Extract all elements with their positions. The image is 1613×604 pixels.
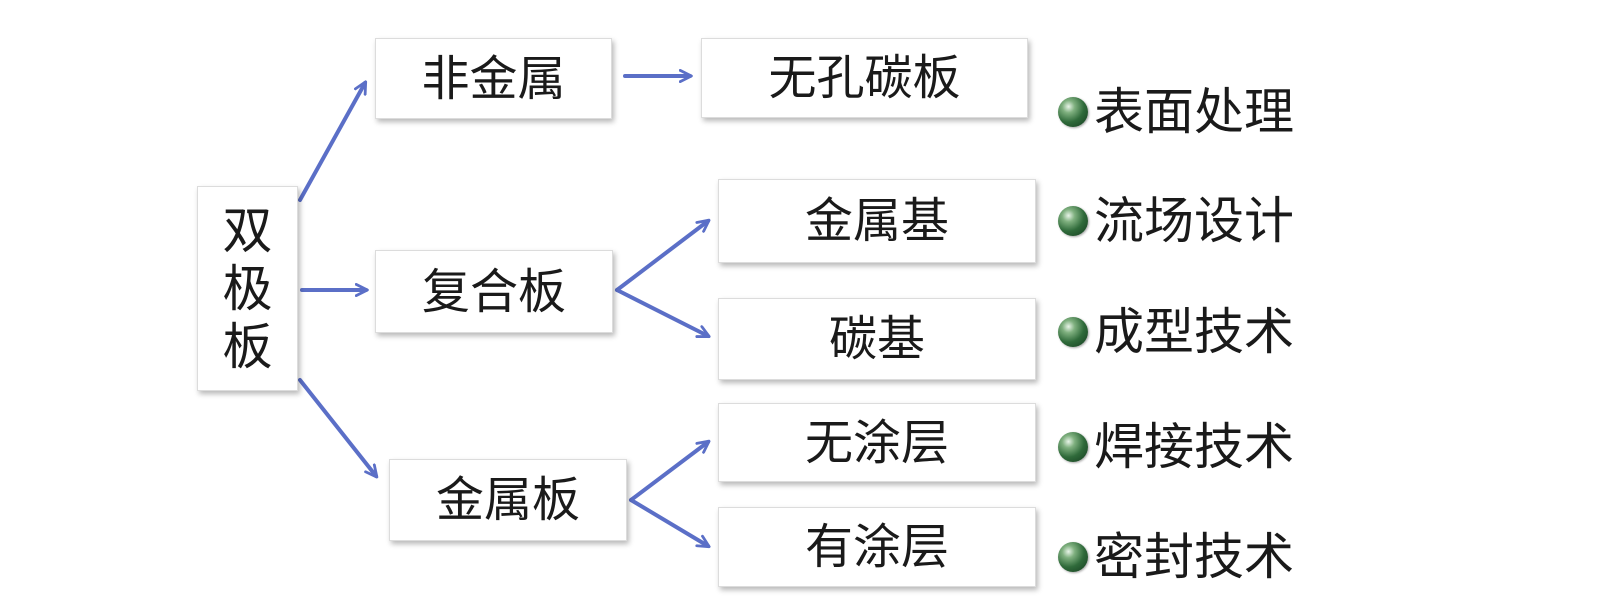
- green-sphere-bullet-icon: [1058, 432, 1088, 462]
- node-label: 无孔碳板: [768, 50, 961, 106]
- node-label: 金属板: [435, 472, 580, 528]
- root-node-char: 极: [222, 259, 273, 318]
- arrow-composite-to-carbonbase: [615, 288, 711, 339]
- technology-item: 流场设计: [1058, 191, 1294, 251]
- technology-item: 表面处理: [1058, 82, 1294, 142]
- technology-item: 密封技术: [1058, 527, 1294, 587]
- green-sphere-bullet-icon: [1058, 317, 1088, 347]
- green-sphere-bullet-icon: [1058, 542, 1088, 572]
- arrow-metal-to-uncoated: [629, 439, 711, 502]
- node-coated: 有涂层: [718, 507, 1036, 587]
- arrow-root-to-nonmetal: [298, 80, 368, 202]
- green-sphere-bullet-icon: [1058, 97, 1088, 127]
- root-node-bipolar-plate: 双 极 板: [197, 186, 298, 391]
- node-label: 无涂层: [804, 414, 949, 471]
- technology-label: 流场设计: [1094, 192, 1294, 250]
- root-node-char: 板: [222, 317, 273, 376]
- node-metal-based: 金属基: [718, 179, 1036, 263]
- node-label: 碳基: [828, 311, 925, 367]
- root-node-char: 双: [222, 201, 273, 260]
- node-nonmetal: 非金属: [375, 38, 612, 119]
- node-label: 复合板: [421, 263, 566, 320]
- technology-label: 成型技术: [1094, 303, 1294, 361]
- arrow-metal-to-coated: [629, 498, 711, 549]
- node-metal-plate: 金属板: [389, 459, 627, 541]
- node-label: 金属基: [804, 193, 949, 249]
- arrow-composite-to-metalbase: [615, 218, 711, 292]
- node-composite-plate: 复合板: [375, 250, 613, 333]
- technology-list: 表面处理 流场设计 成型技术 焊接技术 密封技术: [1058, 70, 1358, 590]
- technology-item: 焊接技术: [1058, 417, 1294, 477]
- technology-label: 表面处理: [1094, 83, 1294, 141]
- node-label: 非金属: [421, 50, 566, 107]
- node-label: 有涂层: [804, 519, 949, 575]
- arrow-root-to-metal: [298, 378, 379, 479]
- node-nonporous-carbon-plate: 无孔碳板: [701, 38, 1028, 118]
- technology-label: 密封技术: [1094, 528, 1294, 586]
- green-sphere-bullet-icon: [1058, 206, 1088, 236]
- node-uncoated: 无涂层: [718, 403, 1036, 482]
- technology-item: 成型技术: [1058, 302, 1294, 362]
- technology-label: 焊接技术: [1094, 418, 1294, 476]
- node-carbon-based: 碳基: [718, 298, 1036, 380]
